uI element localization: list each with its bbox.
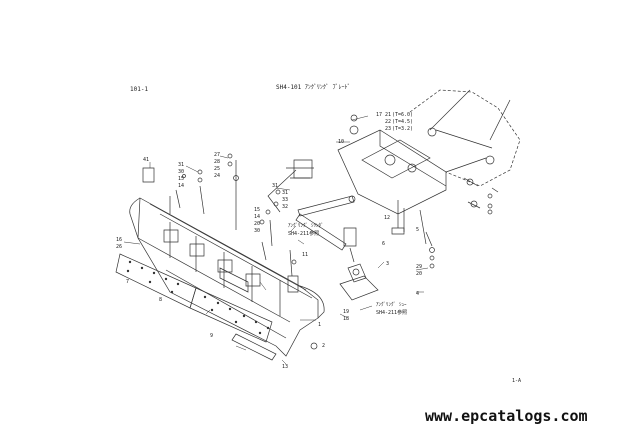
page-mark: 1-A	[512, 378, 522, 384]
callout: 14	[254, 214, 261, 220]
callout: 41	[143, 157, 150, 163]
callout: 4	[416, 291, 420, 297]
shoe-note: ｱﾝｸﾞﾘﾝｸﾞ ｼｭｰ	[376, 302, 407, 308]
callout: 23	[385, 126, 392, 132]
callout: 17	[376, 112, 383, 118]
thickness-note-3: (T=3.2)	[392, 126, 414, 132]
callout: 29	[416, 264, 423, 270]
callout: 10	[338, 139, 345, 145]
frame-arm	[338, 90, 520, 214]
section-title: SH4-101 ｱﾝｸﾞﾘﾝｸﾞ ﾌﾞﾚｰﾄﾞ	[276, 84, 351, 91]
callout: 31	[282, 190, 289, 196]
watermark: www.epcatalogs.com	[425, 407, 588, 425]
cylinder-ref: SH4-211参照	[288, 231, 320, 237]
cylinder-note: ｱﾝｸﾞﾘﾝｸﾞ ｼﾘﾝﾀﾞ	[288, 223, 324, 229]
callout: 5	[416, 227, 420, 233]
callout: 12	[384, 215, 391, 221]
callout: 31	[272, 183, 279, 189]
bolt-holes	[126, 260, 270, 335]
page-code: 101-1	[130, 86, 149, 93]
callout: 20	[416, 271, 423, 277]
callout: 7	[126, 279, 130, 285]
callout: 25	[214, 166, 221, 172]
callout: 19	[343, 309, 350, 315]
callout: 2	[322, 343, 326, 349]
callout: 20	[254, 221, 261, 227]
callout: 15	[254, 207, 261, 213]
shoe-ref: SH4-211参照	[376, 310, 408, 316]
callout: 28	[214, 159, 221, 165]
callout: 24	[214, 173, 221, 179]
callout: 15	[178, 176, 185, 182]
callout: 21	[385, 112, 392, 118]
callout: 14	[178, 183, 185, 189]
callout: 6	[382, 241, 386, 247]
callout: 3	[386, 261, 390, 267]
trunnion-hardware	[392, 178, 498, 268]
dozer-blade	[130, 198, 324, 356]
thickness-note-2: (T=4.5)	[392, 119, 414, 125]
callout: 30	[254, 228, 261, 234]
leader-lines	[124, 116, 428, 364]
callout: 11	[302, 252, 309, 258]
callout: 9	[210, 333, 214, 339]
callout: 22	[385, 119, 392, 125]
callout: 16	[116, 237, 123, 243]
callout: 1	[318, 322, 322, 328]
callout: 30	[178, 169, 185, 175]
callout: 32	[282, 204, 289, 210]
callout: 33	[282, 197, 289, 203]
callout: 27	[214, 152, 221, 158]
callout: 13	[282, 364, 289, 370]
callout: 18	[343, 316, 350, 322]
callout: 26	[116, 244, 123, 250]
callout: 31	[178, 162, 185, 168]
fasteners	[183, 115, 359, 349]
blade-pins	[143, 160, 314, 292]
cutting-edge	[116, 254, 276, 360]
callout: 8	[159, 297, 163, 303]
angling-shoe	[340, 264, 378, 300]
angling-cylinder	[296, 196, 356, 262]
thickness-note-1: (T=6.0)	[392, 112, 414, 118]
